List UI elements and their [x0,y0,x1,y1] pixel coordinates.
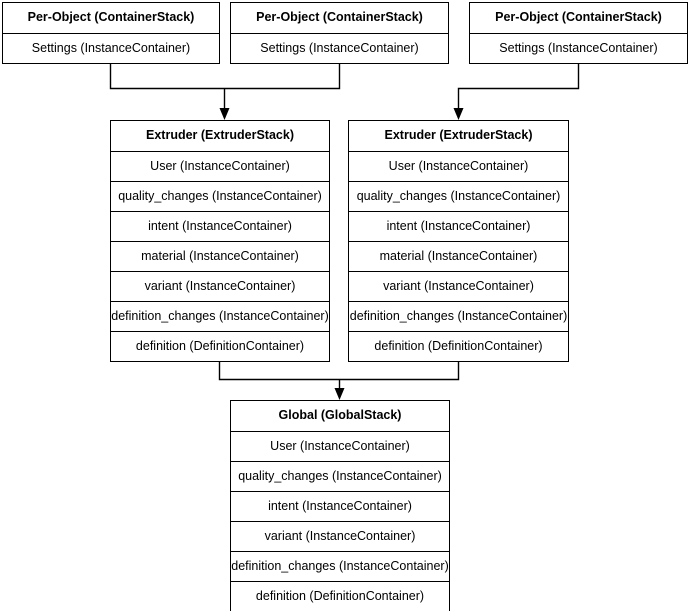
node-row-settings: Settings (InstanceContainer) [3,33,219,63]
node-row-definition: definition (DefinitionContainer) [111,331,329,361]
node-row-definition: definition (DefinitionContainer) [231,581,449,611]
node-row-variant: variant (InstanceContainer) [231,521,449,551]
node-header: Per-Object (ContainerStack) [231,3,448,33]
node-header: Per-Object (ContainerStack) [470,3,687,33]
node-row-quality-changes: quality_changes (InstanceContainer) [231,461,449,491]
node-row-definition-changes: definition_changes (InstanceContainer) [349,301,568,331]
node-row-variant: variant (InstanceContainer) [111,271,329,301]
edge-extruder-2-to-global [339,361,460,381]
node-row-definition-changes: definition_changes (InstanceContainer) [111,301,329,331]
arrowhead-extruder-2 [453,108,464,120]
node-row-material: material (InstanceContainer) [349,241,568,271]
node-header: Extruder (ExtruderStack) [111,121,329,151]
node-row-intent: intent (InstanceContainer) [349,211,568,241]
arrowhead-global [334,388,345,400]
node-row-intent: intent (InstanceContainer) [231,491,449,521]
node-row-settings: Settings (InstanceContainer) [470,33,687,63]
node-extruder-1[interactable]: Extruder (ExtruderStack) User (InstanceC… [110,120,330,362]
edge-per-object-1-to-extruder-1 [109,64,225,90]
node-extruder-2[interactable]: Extruder (ExtruderStack) User (InstanceC… [348,120,569,362]
edge-per-object-2-to-extruder-1 [224,64,341,90]
node-header: Per-Object (ContainerStack) [3,3,219,33]
node-row-material: material (InstanceContainer) [111,241,329,271]
node-header: Extruder (ExtruderStack) [349,121,568,151]
arrowhead-extruder-1 [219,108,230,120]
node-row-quality-changes: quality_changes (InstanceContainer) [111,181,329,211]
node-row-quality-changes: quality_changes (InstanceContainer) [349,181,568,211]
node-row-settings: Settings (InstanceContainer) [231,33,448,63]
node-row-user: User (InstanceContainer) [231,431,449,461]
node-header: Global (GlobalStack) [231,401,449,431]
node-row-intent: intent (InstanceContainer) [111,211,329,241]
node-row-user: User (InstanceContainer) [349,151,568,181]
node-row-definition-changes: definition_changes (InstanceContainer) [231,551,449,581]
node-row-user: User (InstanceContainer) [111,151,329,181]
node-row-definition: definition (DefinitionContainer) [349,331,568,361]
node-per-object-2[interactable]: Per-Object (ContainerStack) Settings (In… [230,2,449,64]
node-global[interactable]: Global (GlobalStack) User (InstanceConta… [230,400,450,611]
edge-extruder-1-to-global [218,361,340,381]
node-per-object-3[interactable]: Per-Object (ContainerStack) Settings (In… [469,2,688,64]
node-row-variant: variant (InstanceContainer) [349,271,568,301]
edge-per-object-3-to-extruder-2 [457,64,580,113]
node-per-object-1[interactable]: Per-Object (ContainerStack) Settings (In… [2,2,220,64]
